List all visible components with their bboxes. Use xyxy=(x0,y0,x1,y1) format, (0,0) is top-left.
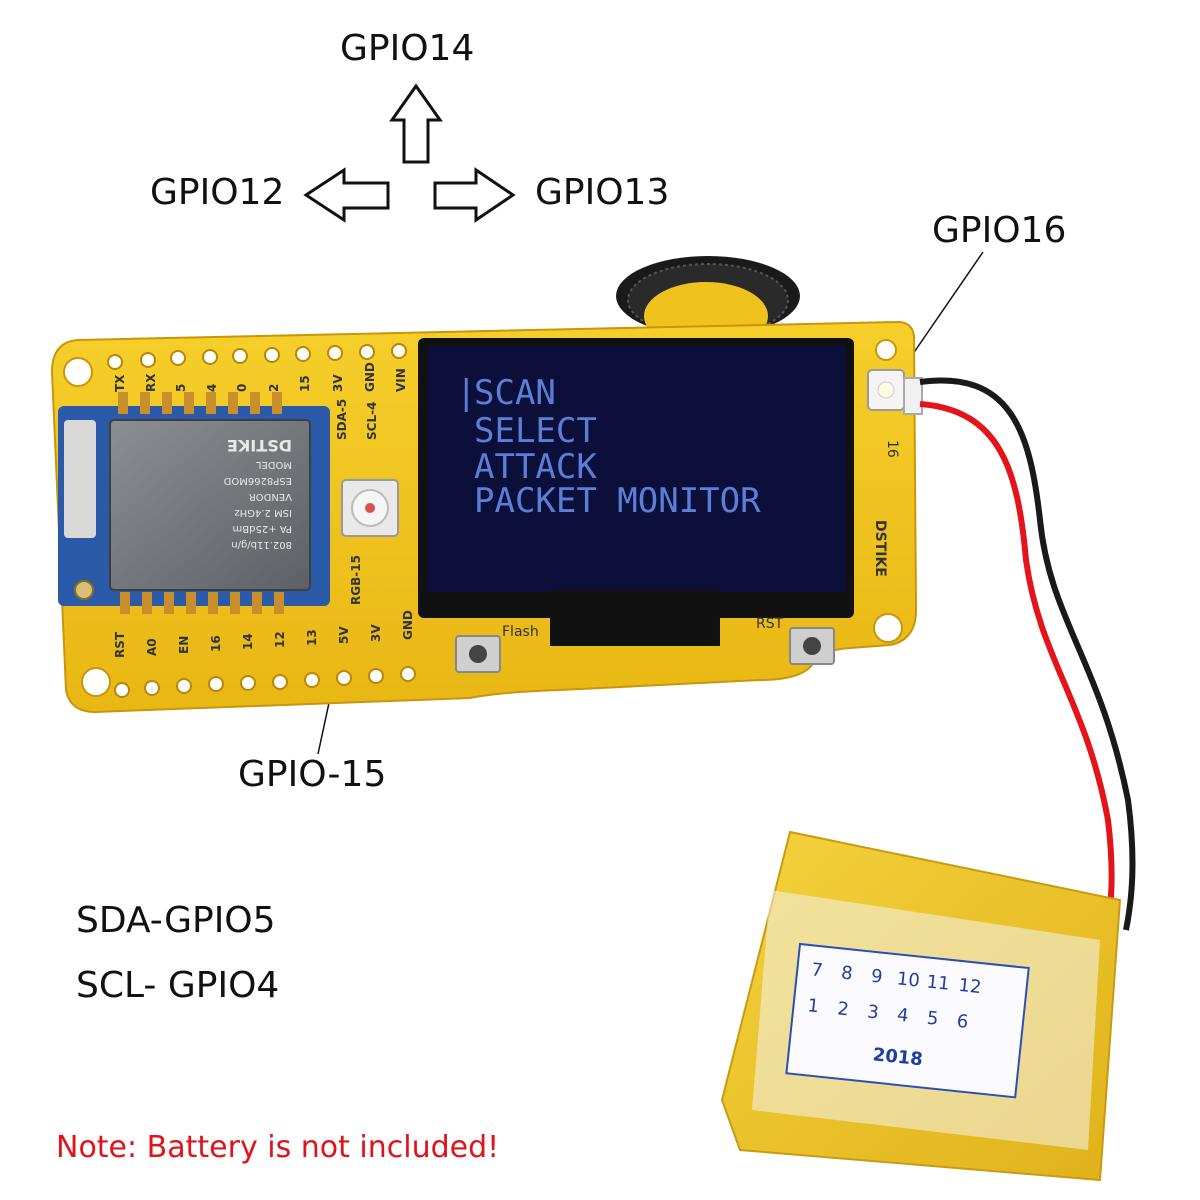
dstike-pcb-label: DSTIKE xyxy=(872,520,888,577)
pin-label: 12 xyxy=(273,631,287,648)
gpio13-label: GPIO13 xyxy=(535,172,670,213)
oled-menu-item: SCAN xyxy=(474,373,556,413)
pin-label: 3V xyxy=(331,374,345,392)
pin-label: 16 xyxy=(209,635,223,652)
battery-connector xyxy=(903,377,923,415)
pin-label: RST xyxy=(113,631,127,658)
bottom-pin-labels: RST A0 EN 16 14 12 13 5V 3V GND xyxy=(113,610,415,658)
antenna-trace xyxy=(64,420,96,538)
oled-cursor: | xyxy=(456,373,476,413)
pin-label: 14 xyxy=(241,633,255,650)
battery-number: 6 xyxy=(956,1011,970,1033)
black-wire xyxy=(919,377,1136,931)
battery-number: 12 xyxy=(957,975,982,998)
battery-label: 7 8 9 10 11 12 1 2 3 4 5 6 2018 xyxy=(785,942,1030,1099)
sda-pcb-label: SDA-5 xyxy=(335,399,349,440)
pin-label: 3V xyxy=(369,624,383,642)
battery-number: 10 xyxy=(896,968,921,991)
battery-number: 1 xyxy=(807,995,821,1017)
battery-number: 4 xyxy=(896,1005,910,1027)
rst-button-label: RST xyxy=(756,616,784,632)
gpio12-label: GPIO12 xyxy=(150,172,285,213)
battery-number: 7 xyxy=(810,959,824,981)
flash-button-label: Flash xyxy=(502,624,539,640)
pin-label: 15 xyxy=(298,375,312,392)
pin-label: 4 xyxy=(205,384,219,392)
top-pin-labels: TX RX 5 4 0 2 15 3V GND VIN xyxy=(113,362,408,392)
module-brand: DSTIKE xyxy=(227,436,292,455)
arrow-right-icon xyxy=(433,167,516,223)
battery-note: Note: Battery is not included! xyxy=(56,1130,500,1165)
module-text: VENDOR xyxy=(249,491,292,502)
pin-label: 5 xyxy=(174,384,188,392)
rgb-led xyxy=(341,479,399,537)
ufl-connector xyxy=(74,580,94,600)
gpio16-label: GPIO16 xyxy=(932,210,1067,251)
module-text: ISM 2.4GHz xyxy=(234,507,292,518)
gpio15-label: GPIO-15 xyxy=(238,754,387,795)
pin-label: 5V xyxy=(337,626,351,644)
sda-label: SDA-GPIO5 xyxy=(76,900,276,941)
battery-number: 2 xyxy=(836,998,850,1020)
module-text: PA +25dBm xyxy=(233,523,292,534)
pin-label: EN xyxy=(177,636,191,654)
led-16-label: 16 xyxy=(884,440,900,458)
module-text: MODEL xyxy=(255,459,292,470)
scl-pcb-label: SCL-4 xyxy=(365,402,379,440)
rst-button[interactable] xyxy=(789,627,835,665)
battery-number: 11 xyxy=(926,972,951,995)
battery-number: 5 xyxy=(926,1008,940,1030)
battery-number: 8 xyxy=(840,963,854,985)
side-labels: SDA-5 SCL-4 RGB-15 xyxy=(335,399,379,605)
pin-label: VIN xyxy=(394,368,408,392)
pin-label: TX xyxy=(113,374,127,392)
oled-display: | SCAN SELECT ATTACK PACKET MONITOR xyxy=(418,338,854,646)
arrow-left-icon xyxy=(303,167,390,223)
battery-year: 2018 xyxy=(872,1044,924,1070)
pin-label: 13 xyxy=(305,629,319,646)
pin-label: 0 xyxy=(235,384,249,392)
oled-menu-item: PACKET MONITOR xyxy=(474,481,761,521)
module-text: 802.11b/g/n xyxy=(231,539,292,550)
arrow-up-icon xyxy=(389,83,443,164)
esp8266-module: 802.11b/g/n PA +25dBm ISM 2.4GHz VENDOR … xyxy=(58,392,330,614)
battery-number: 9 xyxy=(870,966,884,988)
pin-label: A0 xyxy=(145,638,159,656)
top-pin-header xyxy=(107,343,407,370)
oled-menu-item: SELECT xyxy=(474,411,597,451)
flash-button[interactable] xyxy=(455,635,501,673)
oled-menu-item: ATTACK xyxy=(474,447,597,487)
pin-label: GND xyxy=(401,610,415,640)
module-text: ESP8266MOD xyxy=(223,475,292,486)
rgb-pcb-label: RGB-15 xyxy=(349,555,363,605)
bottom-pin-header xyxy=(114,666,416,698)
gpio14-label: GPIO14 xyxy=(340,28,475,69)
thumbwheel-joystick xyxy=(616,256,800,350)
red-wire xyxy=(919,401,1115,936)
pin-label: RX xyxy=(144,373,158,392)
pin-label: GND xyxy=(363,362,377,392)
gpio16-led xyxy=(867,369,905,411)
scl-label: SCL- GPIO4 xyxy=(76,965,280,1006)
lipo-battery: 7 8 9 10 11 12 1 2 3 4 5 6 2018 xyxy=(720,830,1122,1182)
pin-label: 2 xyxy=(267,384,281,392)
battery-number: 3 xyxy=(866,1001,880,1023)
